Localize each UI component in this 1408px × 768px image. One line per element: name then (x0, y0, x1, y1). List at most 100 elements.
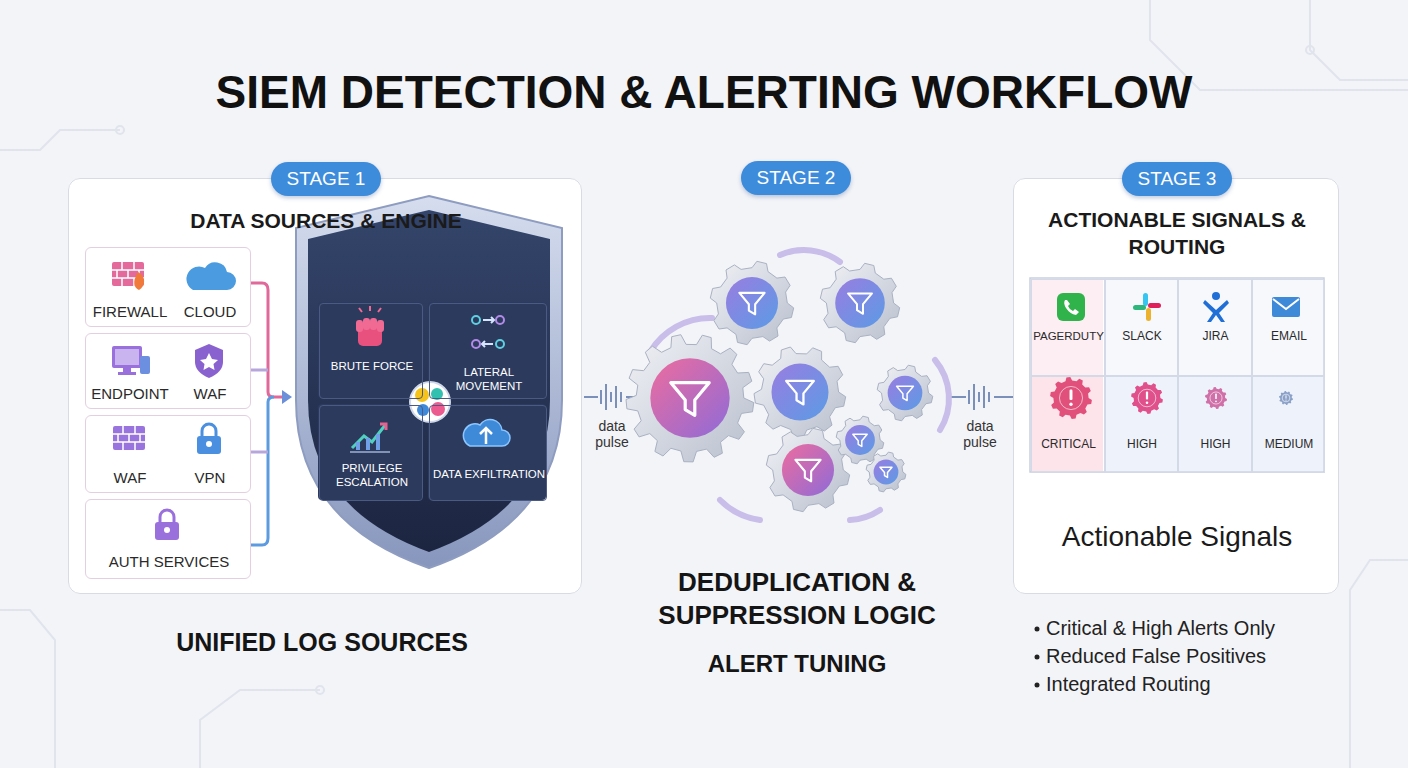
gear (710, 261, 793, 344)
gear-hub (782, 444, 834, 496)
source-label: WAF (170, 385, 250, 402)
attack-quadrant: PRIVILEGE ESCALATION (319, 405, 423, 501)
severity-badge (1050, 377, 1092, 419)
channel-label: MEDIUM (1253, 438, 1326, 452)
shield (296, 196, 562, 568)
gear-hub (726, 277, 778, 329)
alert-mark (1215, 394, 1217, 400)
source-group: ENDPOINTWAF (85, 333, 251, 409)
channel-label: EMAIL (1253, 330, 1326, 344)
source-label: AUTH SERVICES (86, 553, 252, 570)
stage-pill: STAGE 2 (741, 161, 851, 195)
attack-quadrant: BRUTE FORCE (319, 303, 423, 399)
attack-quadrant: DATA EXFILTRATION (429, 405, 547, 501)
gear-hub (845, 425, 875, 455)
source-label: FIREWALL (90, 303, 170, 320)
routing-cell: SLACK (1105, 279, 1179, 376)
stage-pill: STAGE 3 (1122, 162, 1232, 196)
gear (820, 263, 899, 342)
bullet-item: Critical & High Alerts Only (1046, 617, 1376, 640)
panel-subheading: Actionable Signals (1014, 521, 1340, 553)
source-group: WAFVPN (85, 415, 251, 493)
gear (626, 335, 754, 462)
funnel-icon (880, 467, 892, 477)
stage-panel: STAGE 1DATA SOURCES & ENGINEFIREWALLCLOU… (68, 178, 582, 594)
gear-hub (650, 358, 729, 437)
channel-label: PAGERDUTY (1032, 330, 1105, 343)
severity-core (1282, 394, 1290, 402)
routing-cell: JIRA (1178, 279, 1252, 376)
data-pulse-right (948, 384, 1013, 410)
severity-core (1138, 389, 1156, 407)
channel-label: HIGH (1179, 438, 1252, 452)
attack-label: PRIVILEGE ESCALATION (322, 462, 422, 490)
funnel-icon (671, 383, 709, 416)
funnel-icon (848, 293, 872, 313)
source-label: ENDPOINT (90, 385, 170, 402)
gear-hub (888, 376, 923, 411)
source-group: FIREWALLCLOUD (85, 247, 251, 327)
attack-label: BRUTE FORCE (322, 360, 422, 374)
attack-quadrant: LATERAL MOVEMENT (429, 303, 547, 399)
severity-badge (1131, 382, 1163, 414)
diagram-title: SIEM DETECTION & ALERTING WORKFLOW (0, 66, 1408, 119)
source-label: CLOUD (170, 303, 250, 320)
source-label: WAF (90, 469, 170, 486)
severity-icons (1050, 377, 1293, 419)
bullet-item: Integrated Routing (1046, 673, 1376, 696)
alert-mark (1146, 392, 1148, 400)
panel-heading: DATA SOURCES & ENGINE (69, 209, 583, 233)
severity-core (1210, 392, 1222, 404)
flow-arrows (650, 250, 949, 520)
stage-label: STAGE 2 (741, 161, 851, 195)
gear (766, 428, 849, 511)
channel-label: CRITICAL (1032, 438, 1105, 452)
alert-dot (1285, 400, 1286, 401)
routing-cell: CRITICAL (1031, 376, 1105, 473)
alert-mark (1070, 390, 1073, 401)
severity-badge (1205, 387, 1227, 409)
gear-hub (874, 460, 899, 485)
routing-cell: HIGH (1105, 376, 1179, 473)
stage-caption: DEDUPLICATION & SUPPRESSION LOGIC (592, 566, 1002, 631)
pulse-label: data pulse (958, 418, 1002, 450)
severity-badge (1279, 391, 1293, 405)
funnel-icon (739, 293, 764, 314)
gear (877, 365, 933, 421)
source-group: AUTH SERVICES (85, 499, 251, 579)
gear-hub (835, 278, 885, 328)
attack-label: DATA EXFILTRATION (432, 468, 546, 482)
routing-cell: EMAIL (1252, 279, 1326, 376)
pulse-label: data pulse (590, 418, 634, 450)
funnel-icon (897, 386, 914, 400)
channel-label: SLACK (1106, 330, 1179, 344)
gear-cluster (626, 261, 933, 511)
gear-hub (771, 363, 828, 420)
bracket-lines (250, 283, 292, 545)
stage-panel: STAGE 3ACTIONABLE SIGNALS & ROUTINGActio… (1013, 178, 1339, 594)
gear (754, 347, 846, 438)
panel-heading: ACTIONABLE SIGNALS & ROUTING (1024, 206, 1330, 261)
alert-dot (1146, 402, 1149, 405)
funnel-icon (795, 460, 820, 481)
stage-caption: UNIFIED LOG SOURCES (122, 628, 522, 657)
channel-label: JIRA (1179, 330, 1252, 344)
routing-cell: MEDIUM (1252, 376, 1326, 473)
alert-mark (1285, 395, 1287, 399)
alert-dot (1215, 400, 1217, 402)
channel-label: HIGH (1106, 438, 1179, 452)
panel-grounds (68, 178, 1339, 594)
bullet-item: Reduced False Positives (1046, 645, 1376, 668)
source-label: VPN (170, 469, 250, 486)
severity-core (1059, 386, 1082, 409)
alert-dot (1069, 403, 1072, 406)
routing-cell: HIGH (1178, 376, 1252, 473)
stage-caption: ALERT TUNING (597, 650, 997, 678)
attack-label: LATERAL MOVEMENT (432, 366, 546, 394)
gear (866, 452, 906, 492)
routing-cell: PAGERDUTY (1031, 279, 1105, 376)
funnel-icon (786, 381, 814, 404)
funnel-icon (853, 434, 867, 446)
